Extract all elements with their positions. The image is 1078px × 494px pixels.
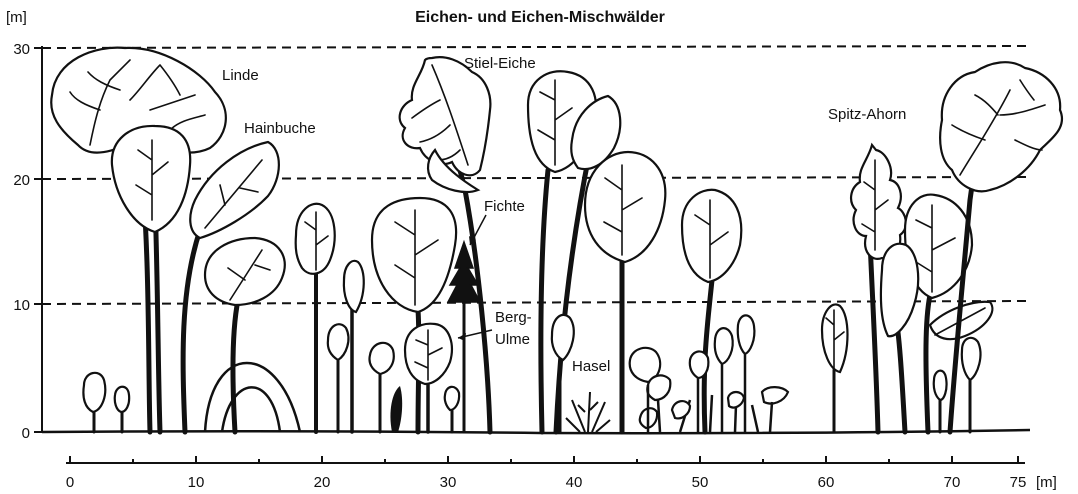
shrub-cluster-right [628,314,790,433]
tree-fichte [446,239,482,434]
x-tick-label-10: 10 [188,474,205,491]
tree-broadleaf-center [370,196,458,435]
tree-stiel-eiche [398,56,493,435]
tree-berg-ulme [403,322,453,434]
label-fichte: Fichte [484,198,525,215]
tree-small-right [932,336,982,434]
y-tick-label-10: 10 [13,297,30,314]
y-axis-unit: [m] [6,9,27,26]
tree-arch-shrub [203,361,302,433]
tree-small-2 [113,385,131,434]
tree-narrow-2 [326,323,350,434]
x-axis-ticks [69,456,1019,463]
label-hainbuche: Hainbuche [244,120,316,137]
x-tick-label-20: 20 [314,474,331,491]
tree-tall-pair [526,70,622,435]
label-stiel-eiche: Stiel-Eiche [464,55,536,72]
label-spitz-ahorn: Spitz-Ahorn [828,106,906,123]
diagram-title: Eichen- und Eichen-Mischwälder [415,9,665,26]
shrub-cluster-center [368,341,461,434]
x-tick-label-30: 30 [440,474,457,491]
y-tick-label-0: 0 [22,425,30,442]
height-line-30m [41,45,1031,49]
tree-broadleaf-right-3 [903,193,974,435]
x-tick-label-0: 0 [66,474,74,491]
berg-ulme-pointer-arrow [458,333,466,341]
tree-hainbuche-2 [180,140,280,435]
fichte-pointer-arrow [469,236,476,245]
ground-line [41,428,1031,435]
label-hasel: Hasel [572,358,610,375]
shrub-hasel [565,391,611,433]
tree-poplar-1 [294,202,336,434]
tree-eiche-right [850,142,907,435]
label-linde: Linde [222,67,259,84]
tree-spitz-ahorn [939,61,1063,435]
label-berg-ulme-line2: Ulme [495,331,530,348]
x-tick-label-70: 70 [944,474,961,491]
y-tick-label-30: 30 [13,41,30,58]
tree-broadleaf-right-4 [879,242,920,435]
tree-hainbuche-1 [110,124,192,435]
tree-narrow-1 [342,259,365,434]
x-tick-label-60: 60 [818,474,835,491]
x-axis-unit: [m] [1036,474,1057,491]
y-tick-label-20: 20 [13,172,30,189]
tree-broadleaf-right-2 [680,188,743,435]
tree-narrow-3 [550,313,575,434]
x-tick-label-50: 50 [692,474,709,491]
tree-small-1 [82,371,107,434]
x-tick-label-75: 75 [1010,474,1027,491]
label-berg-ulme-line1: Berg- [495,309,532,326]
x-tick-label-40: 40 [566,474,583,491]
tree-broadleaf-right-1 [583,150,667,435]
tree-linde [50,46,227,435]
tree-poplar-2 [820,303,849,434]
tree-hainbuche-3 [203,236,286,435]
